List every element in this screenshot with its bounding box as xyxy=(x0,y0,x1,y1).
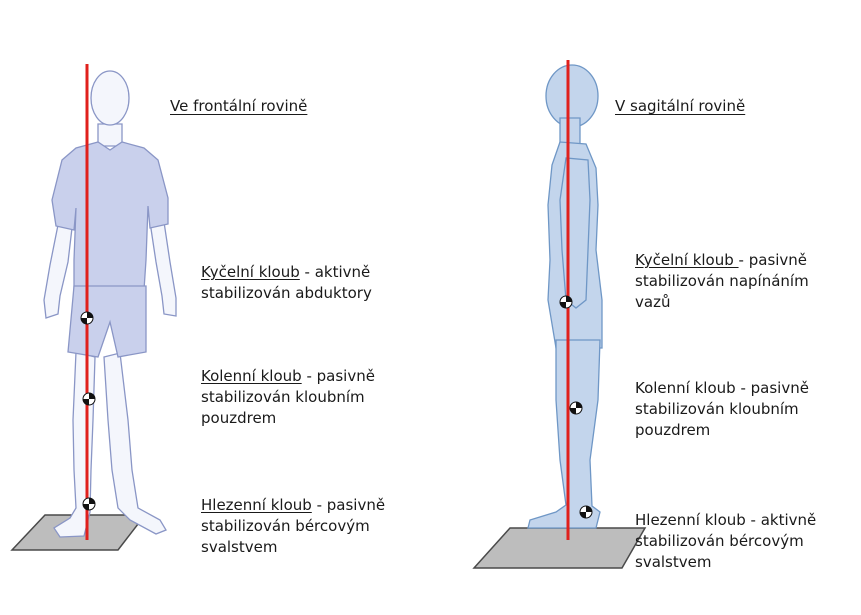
sagittal-platform xyxy=(474,528,645,568)
frontal-shirt xyxy=(52,142,168,290)
sagittal-knee-line1: Kolenní kloub - pasivně xyxy=(635,379,809,397)
frontal-knee-marker xyxy=(83,393,95,405)
frontal-plane-title: Ve frontální rovině xyxy=(170,96,307,117)
frontal-hip-name: Kyčelní kloub xyxy=(201,263,300,281)
sagittal-knee-line2: stabilizován kloubním xyxy=(635,400,799,418)
frontal-hip-suffix: - aktivně xyxy=(300,263,371,281)
frontal-neck xyxy=(98,124,122,146)
sagittal-ankle-marker xyxy=(580,506,592,518)
frontal-hip-label: Kyčelní kloub - aktivně stabilizován abd… xyxy=(201,262,372,304)
frontal-knee-label: Kolenní kloub - pasivně stabilizován klo… xyxy=(201,366,375,429)
sagittal-hip-line2: stabilizován napínáním xyxy=(635,272,809,290)
sagittal-leg xyxy=(528,340,600,528)
frontal-knee-name: Kolenní kloub xyxy=(201,367,302,385)
sagittal-ankle-line2: stabilizován bércovým xyxy=(635,532,804,550)
sagittal-hip-line3: vazů xyxy=(635,293,670,311)
frontal-ankle-label: Hlezenní kloub - pasivně stabilizován bé… xyxy=(201,495,385,558)
sagittal-hip-name: Kyčelní kloub xyxy=(635,251,739,269)
frontal-knee-line2: stabilizován kloubním xyxy=(201,388,365,406)
sagittal-plane-title: V sagitální rovině xyxy=(615,96,745,117)
frontal-ankle-line3: svalstvem xyxy=(201,538,277,556)
sagittal-arm xyxy=(560,158,590,308)
frontal-shorts xyxy=(68,286,146,357)
frontal-knee-line3: pouzdrem xyxy=(201,409,276,427)
frontal-knee-suffix: - pasivně xyxy=(302,367,375,385)
frontal-ankle-line2: stabilizován bércovým xyxy=(201,517,370,535)
frontal-head xyxy=(91,71,129,125)
sagittal-knee-marker xyxy=(570,402,582,414)
frontal-figure xyxy=(12,71,176,550)
frontal-legs xyxy=(54,352,166,537)
sagittal-ankle-line3: svalstvem xyxy=(635,553,711,571)
frontal-hip-line2: stabilizován abduktory xyxy=(201,284,372,302)
frontal-ankle-name: Hlezenní kloub xyxy=(201,496,312,514)
frontal-ankle-marker xyxy=(83,498,95,510)
sagittal-hip-label: Kyčelní kloub - pasivně stabilizován nap… xyxy=(635,250,809,313)
frontal-hip-marker xyxy=(81,312,93,324)
sagittal-hip-suffix: - pasivně xyxy=(739,251,808,269)
sagittal-ankle-label: Hlezenní kloub - aktivně stabilizován bé… xyxy=(635,510,816,573)
sagittal-figure xyxy=(474,65,645,568)
sagittal-ankle-line1: Hlezenní kloub - aktivně xyxy=(635,511,816,529)
frontal-ankle-suffix: - pasivně xyxy=(312,496,385,514)
sagittal-knee-label: Kolenní kloub - pasivně stabilizován klo… xyxy=(635,378,809,441)
sagittal-hip-marker xyxy=(560,296,572,308)
sagittal-knee-line3: pouzdrem xyxy=(635,421,710,439)
